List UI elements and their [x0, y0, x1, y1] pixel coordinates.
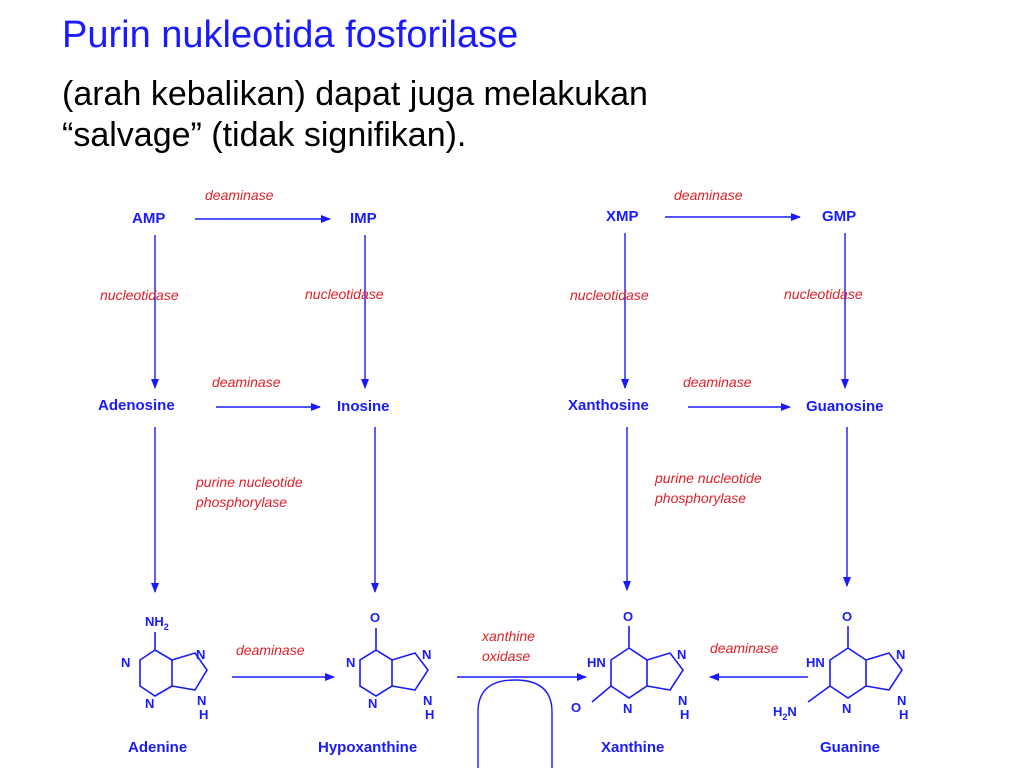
node-amp: AMP [132, 210, 165, 227]
xanthine-structure: O HN O N N N H [571, 609, 689, 722]
slide-title: Purin nukleotida fosforilase [62, 14, 519, 56]
atom-n: N [677, 647, 686, 662]
slide-subtitle: (arah kebalikan) dapat juga melakukan “s… [62, 74, 962, 156]
atom-n: N [145, 696, 154, 711]
label-deaminase-xmp: deaminase [674, 187, 743, 203]
node-guanosine: Guanosine [806, 398, 884, 415]
label-pnp-line1-right: purine nucleotide [654, 470, 762, 486]
label-pnp-line1-left: purine nucleotide [195, 474, 303, 490]
node-inosine: Inosine [337, 398, 390, 415]
atom-n: N [678, 693, 687, 708]
label-xo-line2: oxidase [482, 648, 530, 664]
node-guanine: Guanine [820, 739, 880, 756]
subtitle-line-1: (arah kebalikan) dapat juga melakukan [62, 75, 648, 113]
atom-h: H [199, 707, 208, 722]
atom-hn: HN [806, 655, 825, 670]
atom-h: H [680, 707, 689, 722]
node-gmp: GMP [822, 208, 856, 225]
label-pnp-line2-left: phosphorylase [195, 494, 287, 510]
atom-n: N [121, 655, 130, 670]
node-hypoxanthine: Hypoxanthine [318, 739, 417, 756]
atom-n: N [842, 701, 851, 716]
atom-n: N [422, 647, 431, 662]
node-adenosine: Adenosine [98, 397, 175, 414]
atom-hn: HN [587, 655, 606, 670]
atom-n: N [346, 655, 355, 670]
label-nucleotidase-amp: nucleotidase [100, 287, 179, 303]
atom-h: H [899, 707, 908, 722]
hypoxanthine-structure: O N N N N H [346, 610, 434, 722]
label-deaminase-xanthosine: deaminase [683, 374, 752, 390]
node-xanthosine: Xanthosine [568, 397, 649, 414]
atom-n: N [423, 693, 432, 708]
subtitle-line-2: “salvage” (tidak signifikan). [62, 115, 467, 154]
label-deaminase-adenosine: deaminase [212, 374, 281, 390]
atom-o: O [623, 609, 633, 624]
atom-o: O [842, 609, 852, 624]
label-xo-line1: xanthine [481, 628, 535, 644]
atom-n: N [197, 693, 206, 708]
node-xmp: XMP [606, 208, 639, 225]
label-nucleotidase-gmp: nucleotidase [784, 286, 863, 302]
atom-n: N [623, 701, 632, 716]
atom-h2n: H2N [773, 704, 797, 722]
atom-o: O [370, 610, 380, 625]
xanthine-oxidase-loop [477, 679, 553, 768]
atom-n: N [196, 647, 205, 662]
node-xanthine: Xanthine [601, 739, 664, 756]
node-adenine: Adenine [128, 739, 187, 756]
label-deaminase-guanine: deaminase [710, 640, 779, 656]
atom-n: N [896, 647, 905, 662]
atom-h: H [425, 707, 434, 722]
label-pnp-line2-right: phosphorylase [654, 490, 746, 506]
atom-o: O [571, 700, 581, 715]
adenine-structure: NH2 N N N N H [121, 614, 208, 722]
label-nucleotidase-xmp: nucleotidase [570, 287, 649, 303]
node-imp: IMP [350, 210, 377, 227]
atom-n: N [368, 696, 377, 711]
label-deaminase-amp: deaminase [205, 187, 274, 203]
label-nucleotidase-imp: nucleotidase [305, 286, 384, 302]
atom-n: N [897, 693, 906, 708]
guanine-structure: O HN H2N N N N H [773, 609, 908, 722]
atom-nh2: NH2 [145, 614, 169, 632]
label-deaminase-adenine: deaminase [236, 642, 305, 658]
